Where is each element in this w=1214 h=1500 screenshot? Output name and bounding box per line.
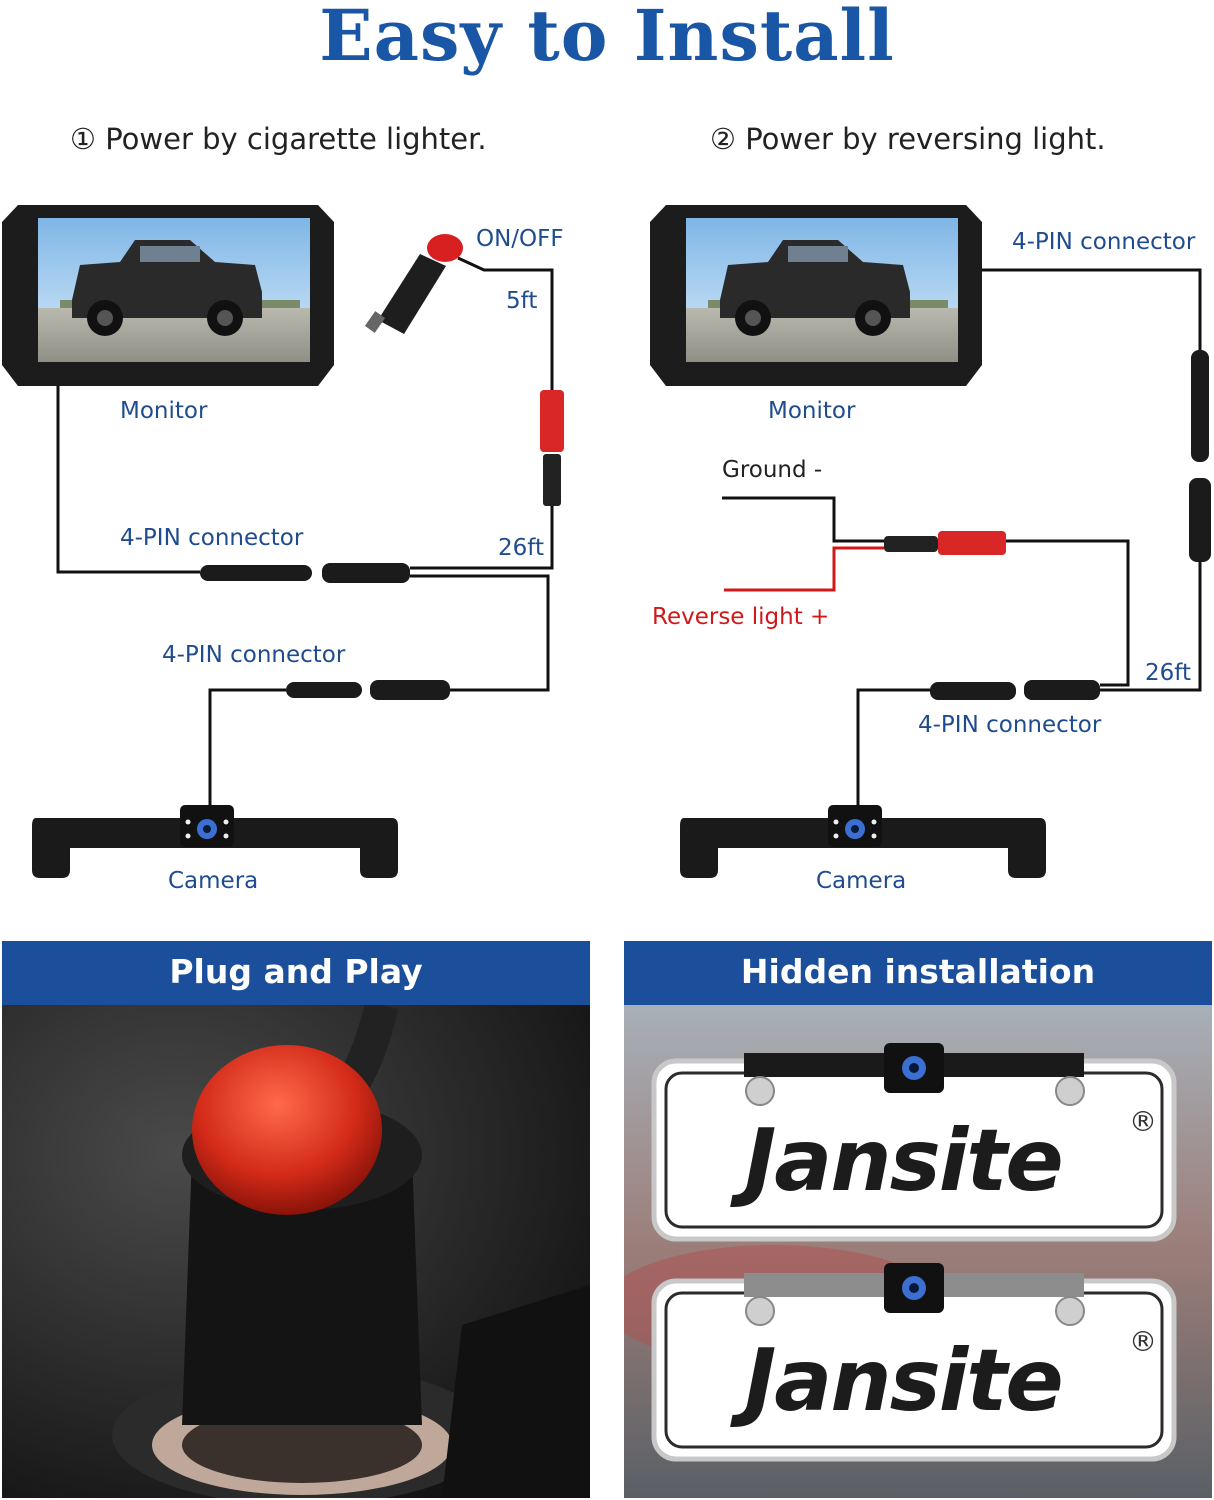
dc-connector-left: [540, 390, 564, 506]
method-2-heading: ② Power by reversing light.: [710, 122, 1106, 156]
4-pin-connector-top-right: [1189, 350, 1211, 562]
hidden-installation-banner: Hidden installation: [624, 941, 1212, 1005]
connector-bottom-label-left: 4-PIN connector: [162, 642, 346, 668]
license-plate-camera-right: [680, 805, 1046, 878]
connector-bottom-label-right: 4-PIN connector: [918, 712, 1102, 738]
monitor-label-right: Monitor: [768, 398, 856, 424]
license-plate-camera-left: [32, 805, 398, 878]
plug-and-play-banner: Plug and Play: [2, 941, 590, 1005]
license-plate-photo: [624, 1005, 1212, 1498]
camera-label-left: Camera: [168, 868, 259, 894]
brand-logo-top: Jansite: [744, 1111, 1063, 1211]
ground-label: Ground -: [722, 457, 823, 483]
reverse-light-label: Reverse light +: [652, 604, 830, 630]
monitor-device-left: [2, 205, 334, 386]
on-off-label: ON/OFF: [476, 226, 564, 252]
lighter-socket-photo: [2, 1005, 590, 1498]
registered-mark-top: ®: [1129, 1105, 1157, 1138]
brand-logo-bottom: Jansite: [744, 1331, 1063, 1431]
page-title: Easy to Install: [319, 0, 895, 77]
plug-and-play-panel: Plug and Play: [2, 941, 590, 1498]
connector-top-label-left: 4-PIN connector: [120, 525, 304, 551]
connector-top-label-right: 4-PIN connector: [1012, 229, 1196, 255]
cable-5ft-label: 5ft: [506, 288, 538, 314]
hidden-installation-panel: Hidden installation Jansite ® Jansite ®: [624, 941, 1212, 1498]
cable-26ft-label-right: 26ft: [1145, 660, 1191, 686]
cable-26ft-label-left: 26ft: [498, 535, 544, 561]
dc-connector-right: [884, 531, 1006, 555]
wiring-diagram: [2, 205, 1211, 878]
method-1-heading: ① Power by cigarette lighter.: [70, 122, 487, 156]
cigarette-lighter-plug: [364, 234, 554, 390]
4-pin-connector-top-left: [200, 563, 410, 583]
monitor-device-right: [650, 205, 982, 386]
4-pin-connector-bottom-right: [930, 680, 1100, 700]
camera-label-right: Camera: [816, 868, 907, 894]
4-pin-connector-bottom-left: [286, 680, 450, 700]
registered-mark-bottom: ®: [1129, 1325, 1157, 1358]
monitor-label-left: Monitor: [120, 398, 208, 424]
